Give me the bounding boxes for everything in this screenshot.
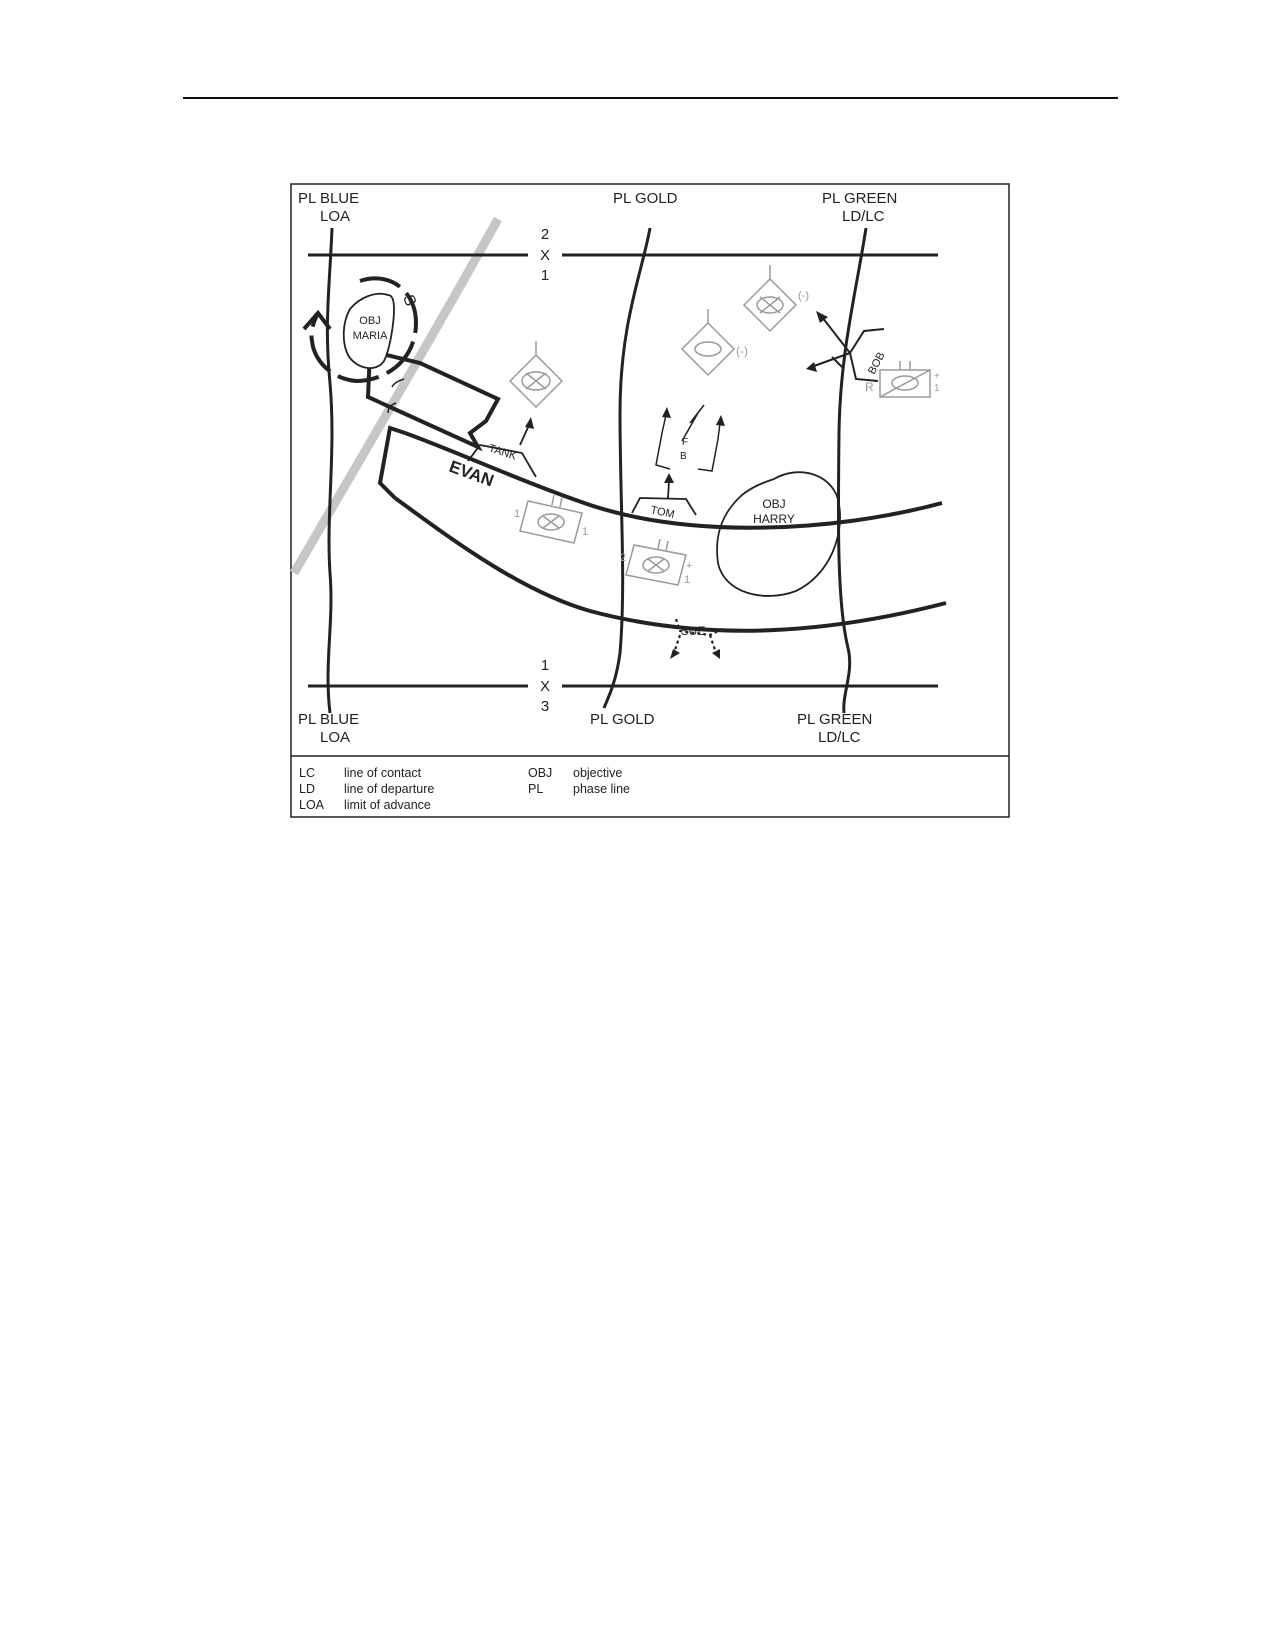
bottom-boundary-echelon: X: [540, 678, 550, 695]
enemy-unit-symbol-1: [508, 341, 564, 409]
reserve-unit-r: R: [865, 380, 874, 394]
legend-text-loa: limit of advance: [344, 798, 431, 812]
road-crossing-mark-1: [391, 378, 405, 388]
battle-position-tank: [467, 417, 537, 478]
reserve-unit-symbol: [879, 361, 931, 398]
legend-text-obj: objective: [573, 766, 622, 780]
legend-abbr-ld: LD: [299, 782, 315, 796]
pl-green-top-label-2: LD/LC: [842, 208, 885, 225]
figure-frame: [290, 183, 1010, 818]
axis-evan-upper: [404, 431, 943, 530]
pl-gold-line: [602, 227, 652, 709]
legend-abbr-obj: OBJ: [528, 766, 552, 780]
obstacle-b-label: B: [680, 451, 687, 462]
friendly-unit-2-left-num: 2: [620, 552, 626, 564]
legend-text-pl: phase line: [573, 782, 630, 796]
axis-evan-lower: [393, 496, 947, 633]
enemy-unit-2-reduced: (-): [736, 344, 748, 358]
top-boundary-unit-upper: 2: [541, 226, 549, 243]
battle-position-bob: [806, 311, 885, 382]
screen-label: S: [399, 293, 419, 309]
obstacle-fb-symbol: [655, 404, 725, 472]
pl-green-bottom-label-2: LD/LC: [818, 729, 861, 746]
friendly-unit-2-plus: +: [686, 560, 692, 572]
tank-label: TANK: [487, 442, 518, 462]
page-top-rule: [183, 97, 1118, 99]
road-crossing-mark-2: [387, 402, 397, 414]
obj-harry-outline: [716, 471, 841, 597]
pl-green-top-label-1: PL GREEN: [822, 190, 897, 207]
legend-text-ld: line of departure: [344, 782, 434, 796]
pl-blue-bottom-label-1: PL BLUE: [298, 711, 359, 728]
reserve-unit-plus: +: [934, 371, 940, 382]
obj-harry-label-2: HARRY: [753, 512, 795, 526]
bottom-boundary-unit-upper: 1: [541, 657, 549, 674]
screen-arc: [309, 276, 419, 384]
pl-gold-top-label: PL GOLD: [613, 190, 678, 207]
friendly-unit-symbol-2: [625, 538, 687, 586]
friendly-unit-1-left-num: 1: [514, 508, 520, 520]
friendly-unit-symbol-1: [519, 494, 583, 544]
sue-label: SUE: [681, 624, 706, 638]
pl-green-line: [836, 227, 868, 714]
enemy-unit-3-reduced: (-): [798, 290, 809, 302]
pl-blue-top-label-1: PL BLUE: [298, 190, 359, 207]
pl-green-bottom-label-1: PL GREEN: [797, 711, 872, 728]
pl-blue-top-label-2: LOA: [320, 208, 350, 225]
pl-blue-line: [325, 227, 334, 714]
operations-overlay-figure: PL BLUE LOA PL GOLD PL GREEN LD/LC PL BL…: [290, 183, 1010, 818]
supporting-attack-arrow: [365, 348, 501, 452]
friendly-unit-1-right-num: 1: [582, 526, 588, 538]
top-boundary-unit-lower: 1: [541, 267, 549, 284]
reserve-unit-num: 1: [934, 383, 940, 394]
top-boundary-echelon: X: [540, 247, 550, 264]
obj-harry-label-1: OBJ: [762, 497, 785, 511]
tom-label: TOM: [649, 504, 675, 521]
axis-evan-head: [377, 425, 406, 500]
obj-maria-label-1: OBJ: [359, 315, 380, 327]
enemy-unit-symbol-2: [680, 309, 736, 377]
friendly-unit-2-right-num: 1: [684, 574, 690, 586]
legend-abbr-lc: LC: [299, 766, 315, 780]
legend-abbr-loa: LOA: [299, 798, 325, 812]
road: [290, 216, 502, 576]
pl-blue-bottom-label-2: LOA: [320, 729, 350, 746]
battle-position-tom: [631, 473, 697, 516]
obj-maria-label-2: MARIA: [353, 330, 389, 342]
bottom-boundary-unit-lower: 3: [541, 698, 549, 715]
obj-maria-outline: [342, 292, 395, 369]
screen-arc-arrowhead: [302, 309, 332, 331]
bob-label: BOB: [866, 350, 888, 376]
axis-evan-label: EVAN: [447, 457, 497, 491]
obstacle-f-label: F: [682, 437, 688, 448]
pl-gold-bottom-label: PL GOLD: [590, 711, 655, 728]
enemy-unit-symbol-3: [742, 265, 798, 333]
legend-abbr-pl: PL: [528, 782, 543, 796]
overlay-svg: PL BLUE LOA PL GOLD PL GREEN LD/LC PL BL…: [290, 183, 1010, 818]
legend-text-lc: line of contact: [344, 766, 422, 780]
battle-position-sue: [670, 618, 723, 659]
